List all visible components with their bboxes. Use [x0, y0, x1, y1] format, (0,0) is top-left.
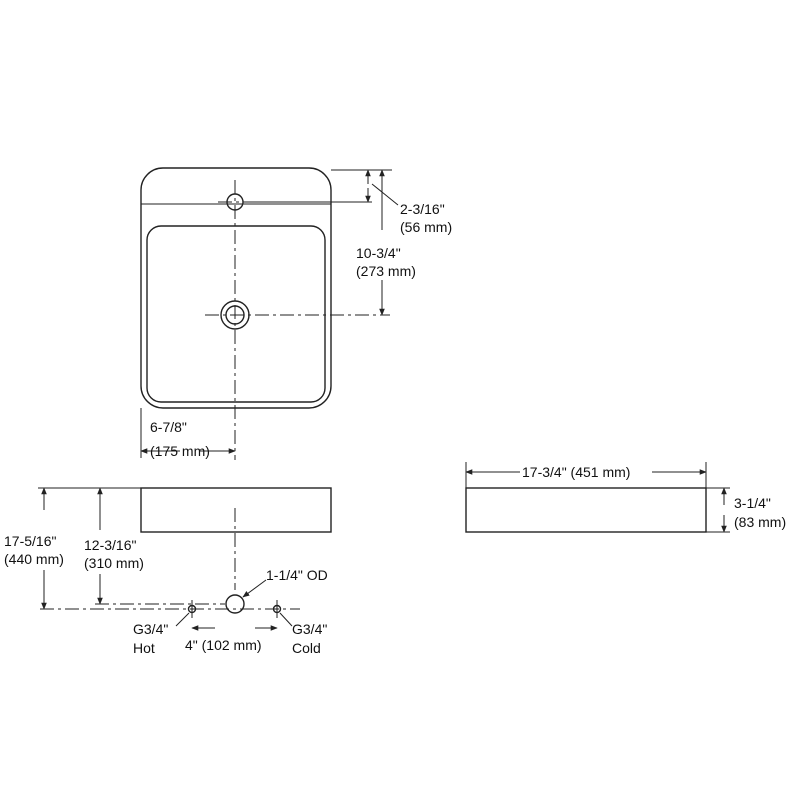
height-imperial: 3-1/4" — [734, 495, 771, 511]
drain-dim-metric: (273 mm) — [356, 263, 416, 279]
hot-size-label: G3/4" — [133, 621, 168, 637]
cold-leader — [279, 612, 293, 627]
drain-od-leader — [242, 579, 267, 598]
total-height-imperial: 17-5/16" — [4, 533, 56, 549]
hot-leader — [175, 612, 190, 627]
width-label: 17-3/4" (451 mm) — [522, 464, 630, 480]
drain-dim-imperial: 10-3/4" — [356, 245, 401, 261]
hot-label: Hot — [133, 640, 155, 656]
cold-label: Cold — [292, 640, 321, 656]
drain-height-imperial: 12-3/16" — [84, 537, 136, 553]
basin-outer-outline — [140, 167, 332, 409]
faucet-dim-imperial: 2-3/16" — [400, 201, 445, 217]
height-metric: (83 mm) — [734, 514, 786, 530]
total-height-metric: (440 mm) — [4, 551, 64, 567]
faucet-dim-leader — [371, 183, 399, 206]
side-dim-imperial: 6-7/8" — [150, 419, 187, 435]
faucet-dim-metric: (56 mm) — [400, 219, 452, 235]
supply-spacing-label: 4" (102 mm) — [185, 637, 262, 653]
drain-od-label: 1-1/4" OD — [266, 567, 328, 583]
basin-bowl-outline — [146, 225, 326, 403]
side-dim-metric: (175 mm) — [150, 443, 210, 459]
drain-height-metric: (310 mm) — [84, 555, 144, 571]
side-view: 17-3/4" (451 mm) 3-1/4" (83 mm) — [465, 462, 786, 533]
top-view: 2-3/16" (56 mm) 10-3/4" (273 mm) 6-7/8" … — [140, 167, 452, 460]
side-basin-outline — [465, 487, 707, 533]
front-view: 17-5/16" (440 mm) 12-3/16" (310 mm) 1-1/… — [4, 487, 332, 656]
drain-pipe — [225, 594, 245, 614]
front-basin-outline — [140, 487, 332, 533]
cold-size-label: G3/4" — [292, 621, 327, 637]
